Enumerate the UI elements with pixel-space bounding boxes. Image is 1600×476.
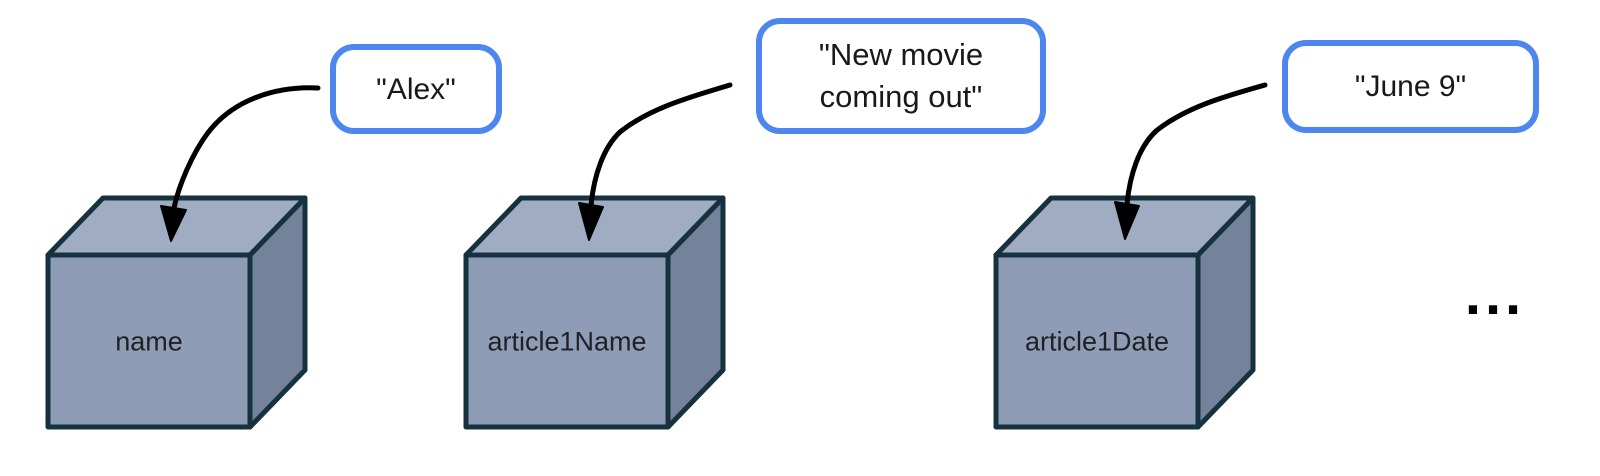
value-bubble-new-movie: "New movie coming out" xyxy=(756,18,1046,134)
more-variables-ellipsis: ... xyxy=(1464,262,1526,327)
variable-label-article1name: article1Name xyxy=(487,326,647,357)
value-bubble-june-9: "June 9" xyxy=(1282,40,1539,133)
arrow-newmovie-to-article1name xyxy=(578,82,733,241)
arrow-head-icon xyxy=(578,202,604,241)
value-text: "June 9" xyxy=(1354,70,1467,103)
arrow-shaft xyxy=(171,85,321,211)
value-text: "New movie coming out" xyxy=(818,37,984,114)
variable-label-name: name xyxy=(115,326,183,357)
variable-cube-name xyxy=(45,195,308,430)
arrow-june9-to-article1date xyxy=(1114,82,1268,240)
variable-label-article1date: article1Date xyxy=(1024,326,1170,357)
cube-front-face xyxy=(993,252,1201,430)
variable-cube-article1name xyxy=(463,195,726,430)
value-bubble-alex: "Alex" xyxy=(330,44,502,134)
arrow-shaft xyxy=(588,82,733,208)
arrow-shaft xyxy=(1124,82,1268,207)
cube-front-face xyxy=(45,252,253,430)
cube-front-face xyxy=(463,252,671,430)
value-text: "Alex" xyxy=(376,72,456,106)
arrow-head-icon xyxy=(160,205,187,242)
arrow-alex-to-name xyxy=(160,85,321,242)
arrow-head-icon xyxy=(1114,201,1140,240)
